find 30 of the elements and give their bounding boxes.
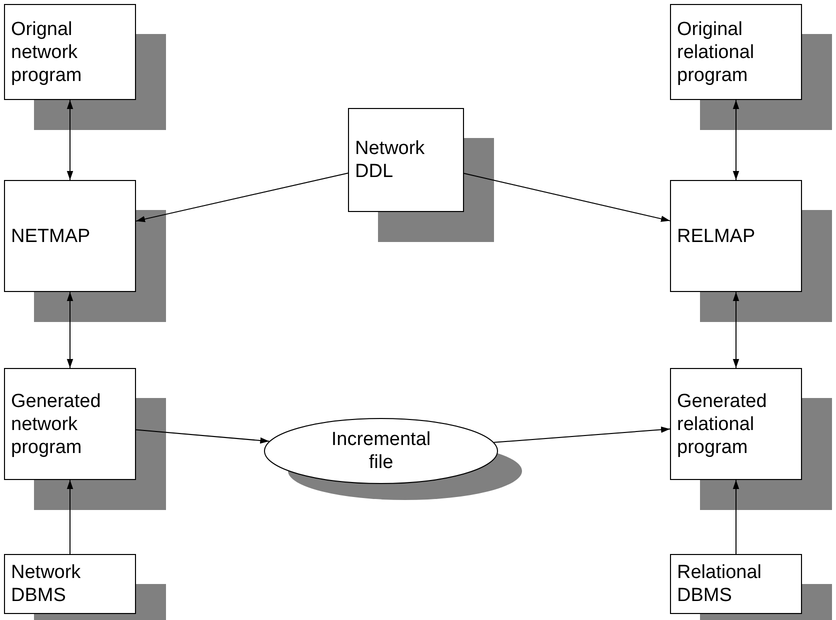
node-label: NETMAP bbox=[11, 224, 90, 248]
node-label: Relational DBMS bbox=[677, 561, 762, 607]
arrow bbox=[732, 100, 740, 180]
node-label: RELMAP bbox=[677, 224, 756, 248]
arrow bbox=[136, 172, 348, 222]
process-box bbox=[670, 554, 802, 614]
node-label: Generated relational program bbox=[677, 390, 768, 458]
arrow bbox=[732, 480, 740, 554]
node-label: Network DBMS bbox=[11, 561, 82, 607]
arrow bbox=[66, 480, 74, 554]
data-ellipse bbox=[264, 418, 498, 484]
process-box bbox=[4, 4, 136, 100]
process-box bbox=[670, 180, 802, 292]
process-box bbox=[670, 4, 802, 100]
process-box bbox=[4, 180, 136, 292]
node-label: Generated network program bbox=[11, 390, 102, 458]
node-label: Orignal network program bbox=[11, 18, 83, 86]
arrow bbox=[493, 426, 670, 443]
arrow bbox=[464, 172, 670, 222]
arrow bbox=[732, 292, 740, 368]
arrow bbox=[66, 292, 74, 368]
arrow bbox=[136, 429, 270, 444]
node-label: Incremental file bbox=[330, 428, 432, 474]
node-label: Original relational program bbox=[677, 18, 756, 86]
process-box bbox=[348, 108, 464, 212]
process-box bbox=[4, 554, 136, 614]
node-label: Network DDL bbox=[355, 137, 426, 183]
process-box bbox=[4, 368, 136, 480]
arrow bbox=[66, 100, 74, 180]
process-box bbox=[670, 368, 802, 480]
